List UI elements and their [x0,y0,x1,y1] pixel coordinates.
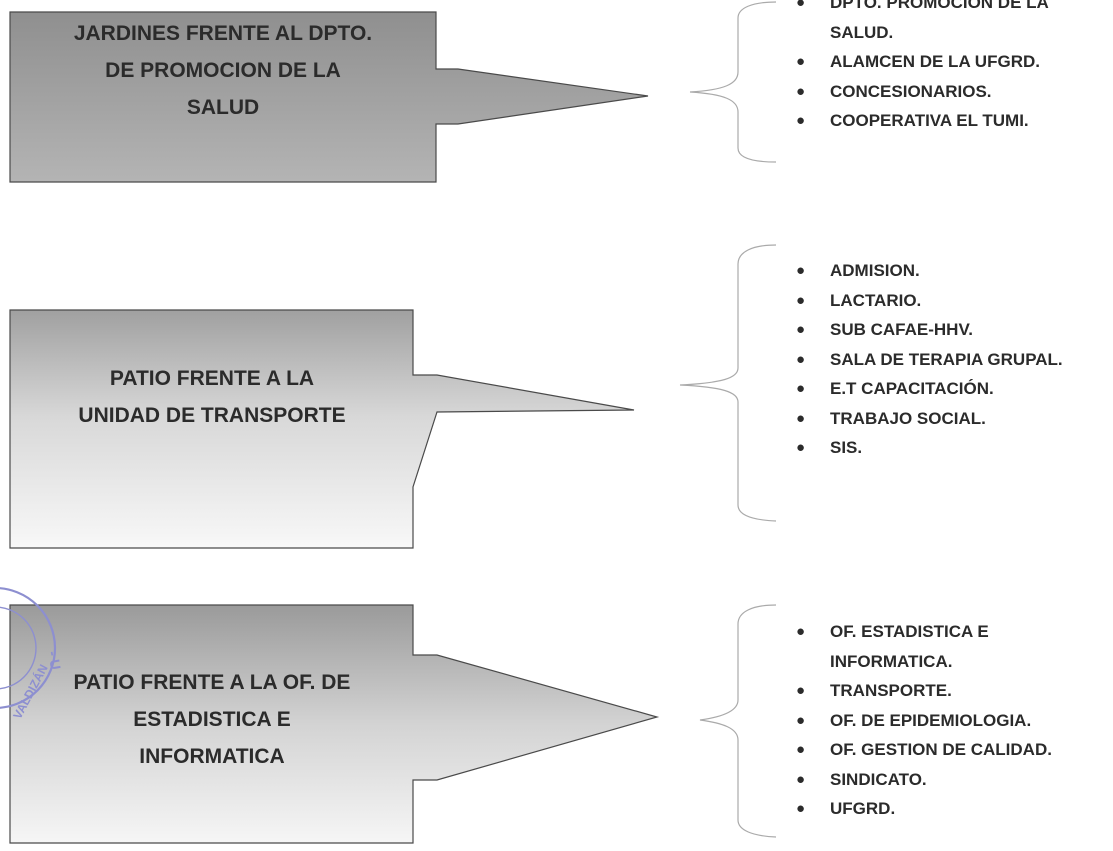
list-item-text: OF. ESTADISTICA E [830,622,989,641]
callout-arrow-box-3 [9,604,660,844]
list-item: ● LACTARIO. [794,286,1063,316]
stamp-text-right: - U [45,650,64,671]
box-title-3-line-2: ESTADISTICA E [133,708,291,731]
box-title-2-line-2: UNIDAD DE TRANSPORTE [78,404,346,427]
box-title-3-line-1: PATIO FRENTE A LA OF. DE [73,671,351,694]
bullet-dot: ● [796,82,806,100]
bullet-dot: ● [796,770,806,788]
list-item: ● OF. GESTION DE CALIDAD. [794,735,1052,765]
list-item-text: LACTARIO. [830,290,922,310]
list-item: ● TRABAJO SOCIAL. [794,404,1063,434]
bullet-dot: ● [796,409,806,427]
list-item-text: SIS. [830,438,863,457]
bullet-dot: ● [796,623,806,640]
list-item: ● SALA DE TERAPIA GRUPAL. [794,345,1063,375]
bullet-dot: ● [796,682,806,699]
list-item: ● OF. ESTADISTICA E INFORMATICA. [794,617,1052,676]
list-item-text: ADMISION. [830,261,920,280]
brace-3 [699,604,777,838]
list-item: ● TRANSPORTE. [794,676,1052,706]
list-item-text: ALAMCEN DE LA UFGRD. [830,52,1040,71]
list-item-text: CONCESIONARIOS. [830,81,992,101]
bullet-dot: ● [796,711,806,729]
list-item: ● COOPERATIVA EL TUMI. [794,106,1049,136]
bullet-dot: ● [796,380,806,397]
bullet-dot: ● [796,741,806,758]
list-item-text-cont: SALUD. [830,22,894,42]
bullet-dot: ● [796,53,806,70]
box-title-3: PATIO FRENTE A LA OF. DE ESTADISTICA E I… [12,664,412,775]
list-item: ● UFGRD. [794,794,1052,824]
bullet-dot: ● [796,350,806,368]
list-item-text-cont: INFORMATICA. [830,651,953,671]
list-item: ● ALAMCEN DE LA UFGRD. [794,47,1049,77]
box-title-1-line-2: DE PROMOCION DE LA [105,59,341,82]
list-item: ● DPTO. PROMOCION DE LA SALUD. [794,0,1049,47]
list-item: ● SUB CAFAE-HHV. [794,315,1063,345]
bullet-dot: ● [796,291,806,309]
list-item-text: TRANSPORTE. [830,681,952,700]
list-item-text: TRABAJO SOCIAL. [830,408,986,428]
box-title-1-line-1: JARDINES FRENTE AL DPTO. [73,22,373,45]
bullet-dot: ● [796,112,806,129]
list-item-text: OF. DE EPIDEMIOLOGIA. [830,710,1032,730]
bullet-dot: ● [796,800,806,817]
brace-2 [679,244,777,522]
list-item: ● SIS. [794,433,1063,463]
bullet-list-3: ● OF. ESTADISTICA E INFORMATICA. ● TRANSP… [794,617,1052,824]
list-item: ● ADMISION. [794,256,1063,286]
bullet-dot: ● [796,0,806,11]
callout-arrow-box-2 [9,309,635,549]
list-item-text: E.T CAPACITACIÓN. [830,379,994,398]
callout-arrow-box-1 [9,11,649,183]
list-item-text: UFGRD. [830,799,896,818]
list-item: ● CONCESIONARIOS. [794,77,1049,107]
bullet-list-1: ● DPTO. PROMOCION DE LA SALUD. ● ALAMCEN… [794,0,1049,136]
bullet-dot: ● [796,439,806,456]
list-item: ● OF. DE EPIDEMIOLOGIA. [794,706,1052,736]
list-item: ● SINDICATO. [794,765,1052,795]
box-title-2: PATIO FRENTE A LA UNIDAD DE TRANSPORTE [12,360,412,434]
bullet-list-2: ● ADMISION. ● LACTARIO. ● SUB CAFAE-HHV. ● S… [794,256,1063,463]
list-item-text: COOPERATIVA EL TUMI. [830,111,1029,130]
bullet-dot: ● [796,262,806,279]
box-title-3-line-3: INFORMATICA [139,745,285,768]
list-item: ● E.T CAPACITACIÓN. [794,374,1063,404]
box-title-1: JARDINES FRENTE AL DPTO. DE PROMOCION DE… [12,15,434,126]
box-title-1-line-3: SALUD [186,96,260,119]
brace-1 [689,1,777,163]
list-item-text: SINDICATO. [830,769,927,789]
bullet-dot: ● [796,321,806,338]
box-title-2-line-1: PATIO FRENTE A LA [109,367,315,390]
list-item-text: DPTO. PROMOCION DE LA [830,0,1049,12]
list-item-text: OF. GESTION DE CALIDAD. [830,740,1052,759]
list-item-text: SALA DE TERAPIA GRUPAL. [830,349,1063,369]
list-item-text: SUB CAFAE-HHV. [830,320,973,339]
